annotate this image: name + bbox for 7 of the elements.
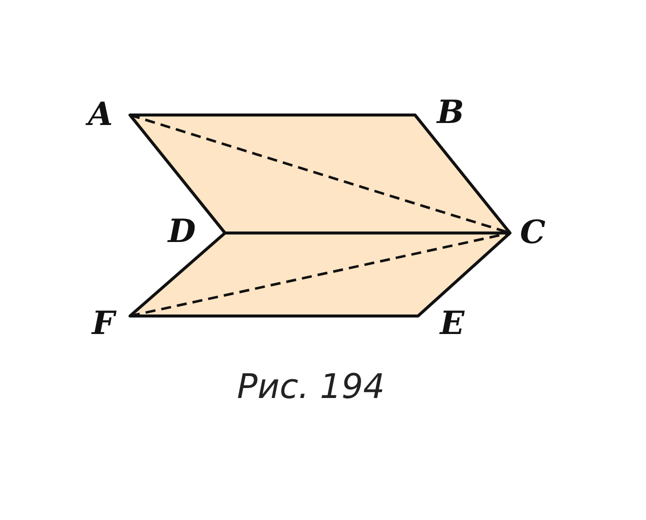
vertex-label: F (92, 307, 115, 339)
vertex-label: E (440, 307, 464, 339)
figure-caption: Рис. 194 (237, 370, 385, 404)
vertex-label: D (168, 215, 196, 247)
vertex-label: B (437, 96, 464, 128)
vertex-label: C (520, 216, 546, 248)
vertex-label: A (88, 98, 113, 130)
